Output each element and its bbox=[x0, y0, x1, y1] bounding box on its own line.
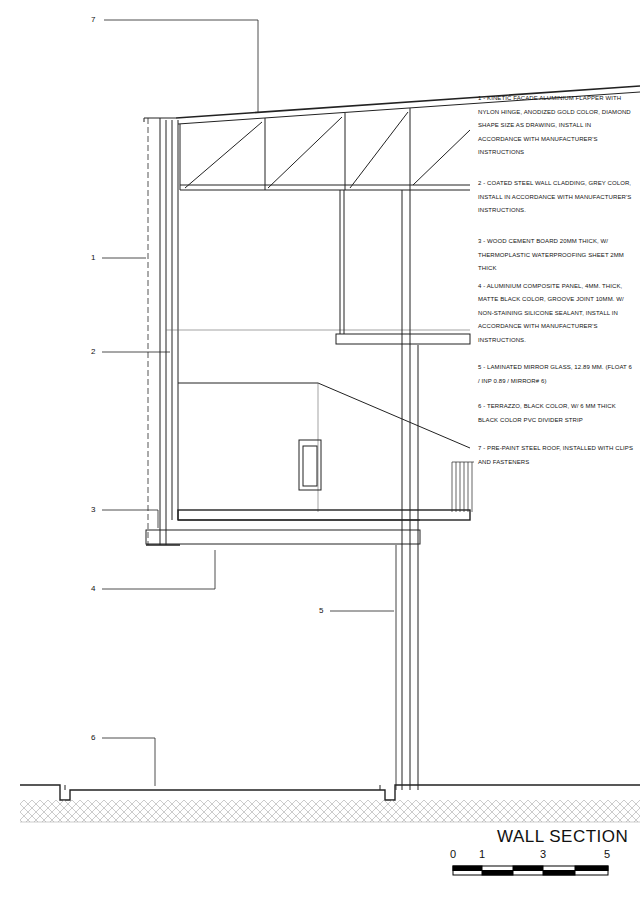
callout-number: 5 bbox=[318, 607, 324, 615]
material-note: 3 - WOOD CEMENT BOARD 20MM THICK, W/ THE… bbox=[478, 235, 634, 276]
callout-number: 3 bbox=[90, 506, 96, 514]
material-note: 6 - TERRAZZO, BLACK COLOR, W/ 6 MM THICK… bbox=[478, 400, 634, 427]
callout-number: 4 bbox=[90, 585, 96, 593]
callout-number: 6 bbox=[90, 734, 96, 742]
material-note: 5 - LAMINATED MIRROR GLASS, 12.89 MM. (F… bbox=[478, 361, 634, 388]
scale-number: 3 bbox=[540, 849, 546, 860]
callout-number: 2 bbox=[90, 348, 96, 356]
scale-number: 1 bbox=[479, 849, 485, 860]
material-note: 2 - COATED STEEL WALL CLADDING, GREY COL… bbox=[478, 177, 634, 218]
scale-number: 5 bbox=[604, 849, 610, 860]
drawing-title: WALL SECTION bbox=[497, 828, 628, 845]
scale-number: 0 bbox=[450, 849, 456, 860]
material-note: 1 - KINETIC FACADE ALUMINIUM FLAPPER WIT… bbox=[478, 92, 634, 160]
material-note: 7 - PRE-PAINT STEEL ROOF, INSTALLED WITH… bbox=[478, 442, 634, 469]
callout-number: 7 bbox=[90, 16, 96, 24]
callout-number: 1 bbox=[90, 254, 96, 262]
material-note: 4 - ALUMINIUM COMPOSITE PANEL, 4MM. THIC… bbox=[478, 280, 634, 348]
